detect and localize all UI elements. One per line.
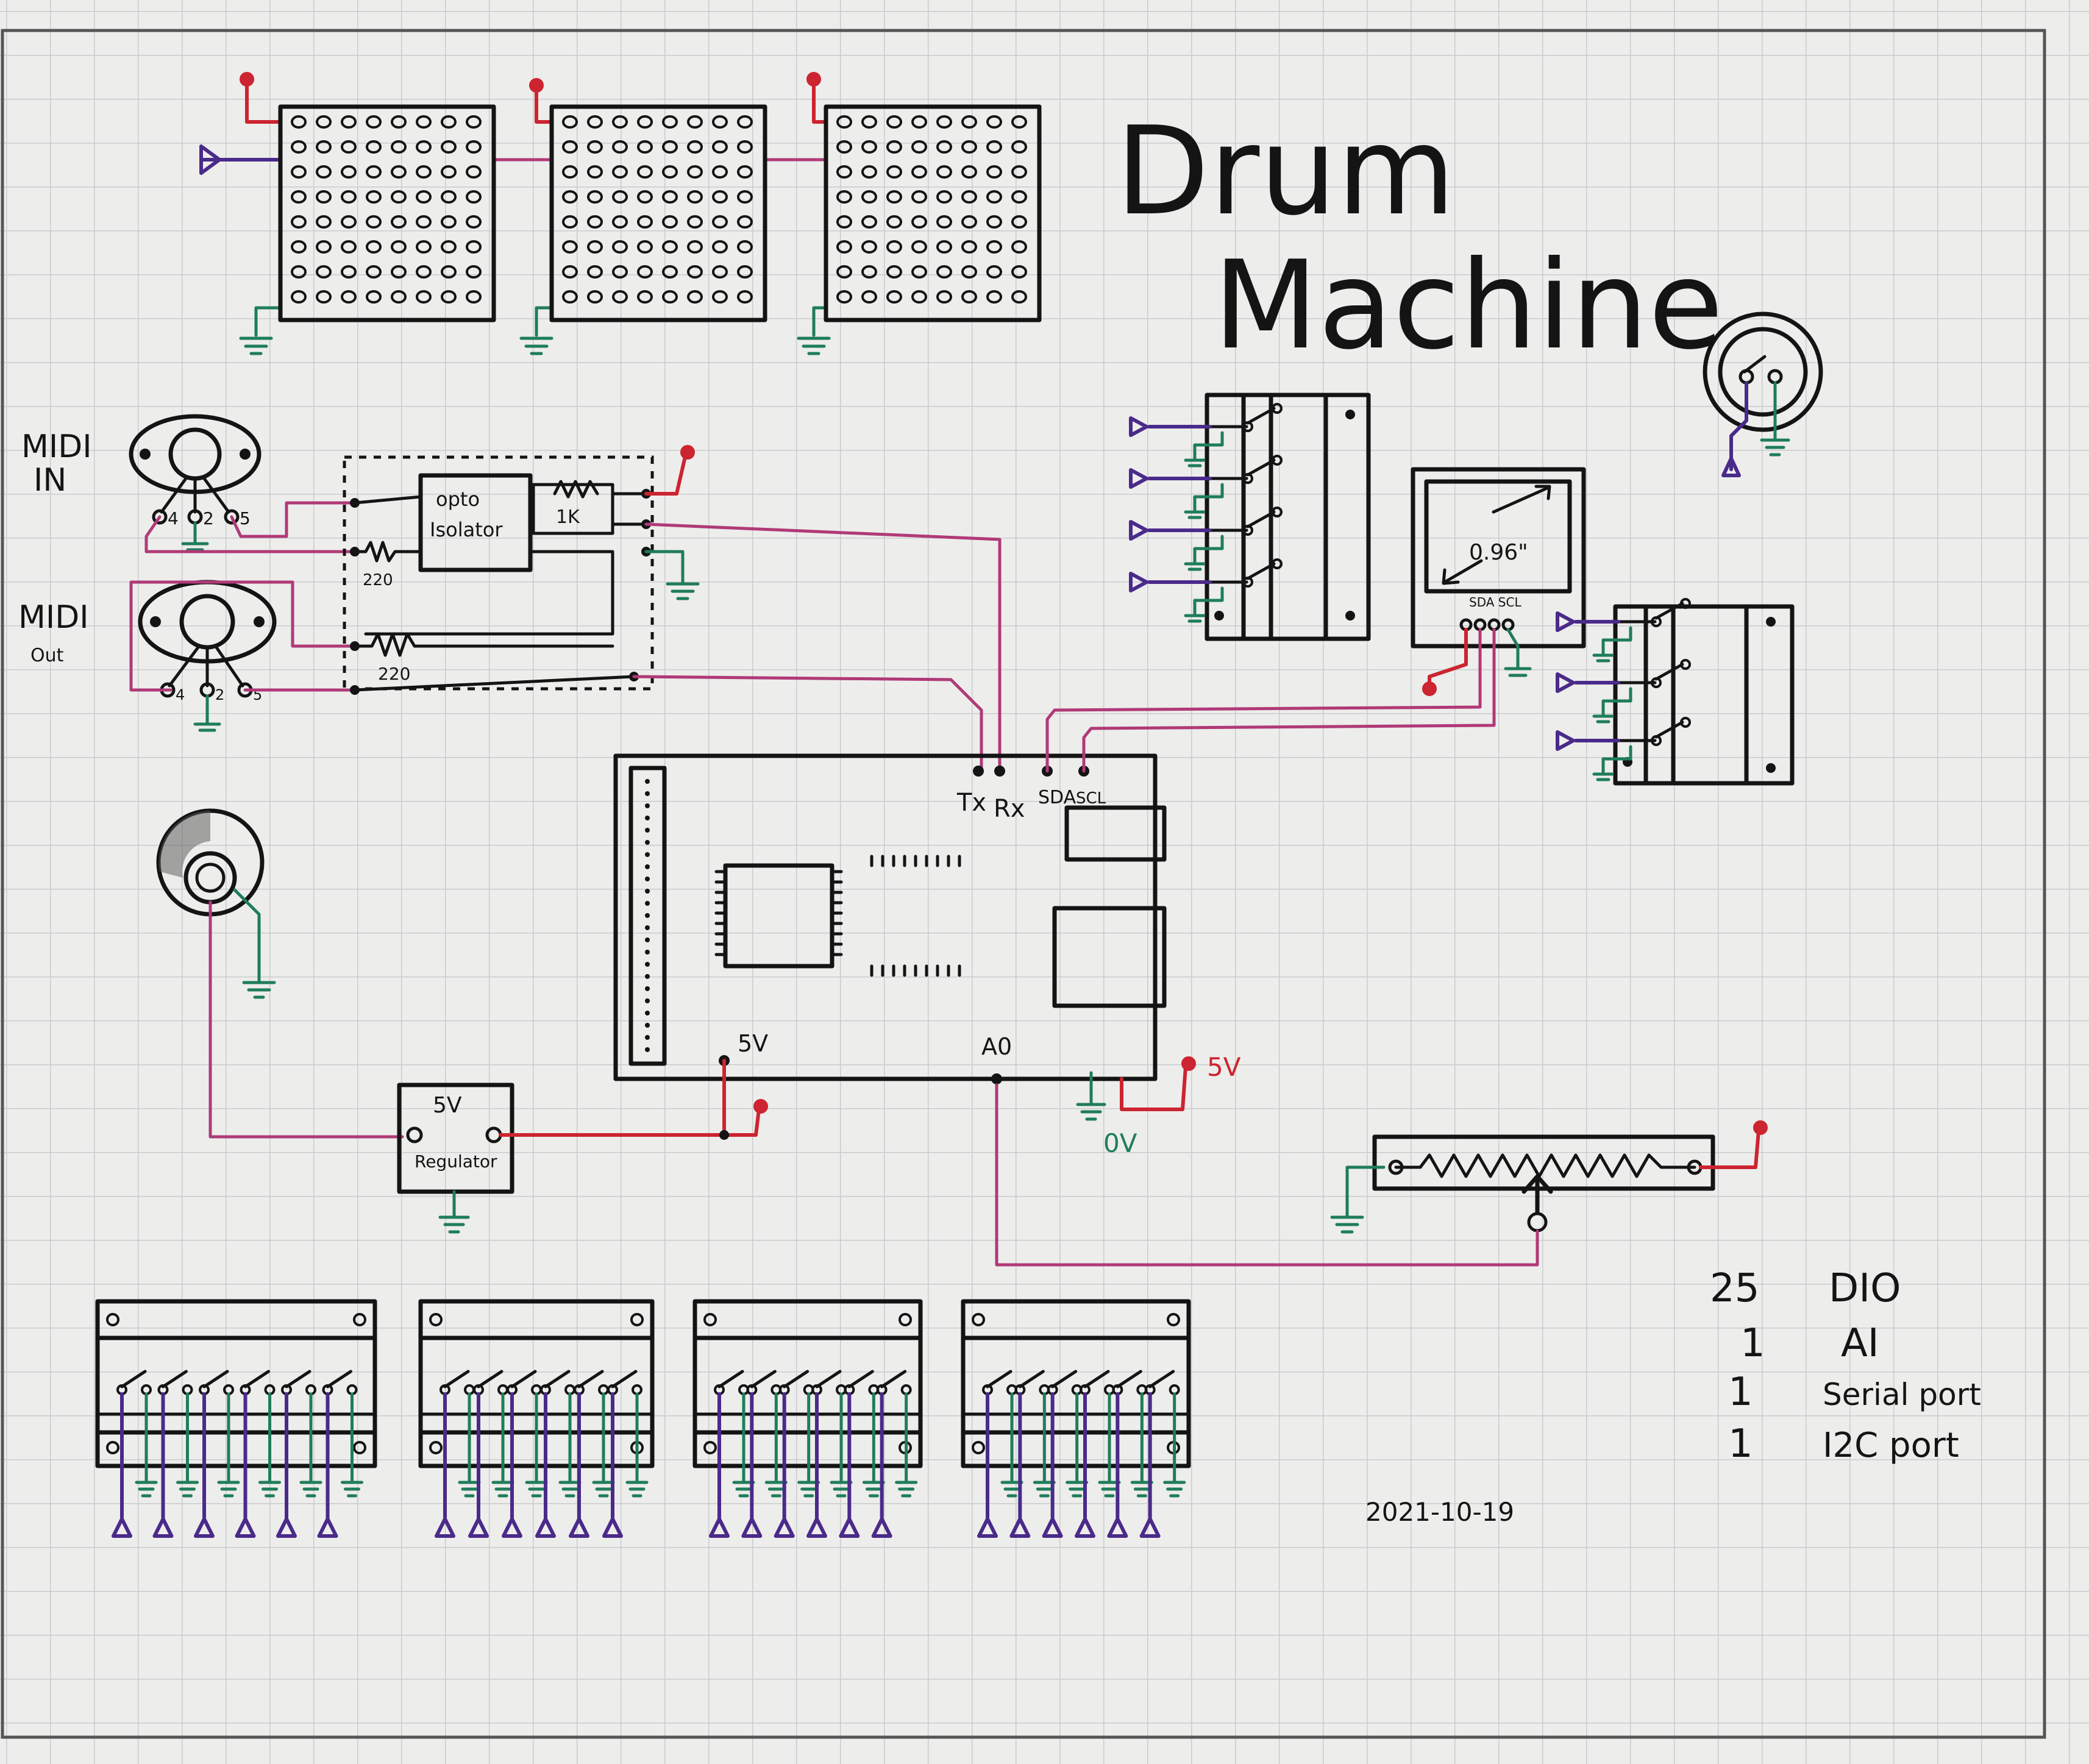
sheet-border [1, 29, 2046, 1739]
midi-out-pin-4: 4 [176, 686, 185, 703]
step-button-switch [871, 1370, 918, 1538]
led-matrix-1 [278, 104, 496, 322]
led-matrix-3 [824, 104, 1042, 322]
pin-rx: Rx [994, 795, 1025, 823]
step-button-panel-1 [95, 1299, 377, 1538]
step-button-switch [1075, 1370, 1121, 1538]
step-button-switch [235, 1370, 281, 1538]
opto-isolator-circuit: opto Isolator 220 1K 220 [343, 445, 1002, 773]
io-label-i2c: I2C port [1823, 1426, 1959, 1465]
io-count-ai: 1 [1740, 1321, 1765, 1366]
function-button-panel [1129, 393, 1371, 641]
step-button-switch [152, 1370, 199, 1538]
midi-in-pin-4: 4 [168, 508, 179, 528]
panel-button-switch [1129, 507, 1283, 571]
panel-button-switch [1129, 403, 1283, 468]
step-button-switch [806, 1370, 853, 1538]
opto-input-resistor: 220 [363, 571, 393, 589]
step-button-switch [569, 1370, 615, 1538]
regulator-label-1: 5V [433, 1093, 462, 1118]
step-button-switch [602, 1370, 649, 1538]
midi-in-pin-5: 5 [240, 508, 251, 528]
step-button-switch [317, 1370, 363, 1538]
step-button-panel-4 [961, 1299, 1191, 1538]
pin-sda: SDA [1038, 787, 1077, 808]
panel-button-switch [1556, 717, 1691, 781]
sheet-date: 2021-10-19 [1365, 1497, 1514, 1527]
step-button-switch [535, 1370, 582, 1538]
supply-5v-label: 5V [1207, 1052, 1241, 1082]
midi-in-label-2: IN [34, 462, 66, 499]
oled-pin-labels: SDA SCL [1469, 595, 1521, 610]
step-button-switch [435, 1370, 481, 1538]
oled-display: 0.96" SDA SCL [1045, 467, 1586, 773]
midi-out-label-2: Out [30, 645, 64, 666]
io-count-i2c: 1 [1728, 1421, 1753, 1467]
io-summary: 25 DIO 1 AI 1 Serial port 1 I2C port [1710, 1266, 1981, 1467]
panel-button-switch [1556, 659, 1691, 724]
io-label-ai: AI [1841, 1321, 1879, 1366]
step-button-switch [468, 1370, 514, 1538]
title-drum: Drum [1116, 101, 1456, 243]
panel-button-switch [1129, 558, 1283, 623]
step-button-panels [95, 1299, 1191, 1538]
led-matrix-2 [549, 104, 767, 322]
io-label-serial: Serial port [1823, 1377, 1981, 1412]
transport-button-panel [1556, 598, 1795, 786]
panel-button-switch [1129, 455, 1283, 519]
step-button-panel-2 [418, 1299, 655, 1538]
step-button-switch [1139, 1370, 1186, 1538]
pin-tx: Tx [956, 789, 986, 817]
opto-label-1: opto [436, 488, 480, 511]
io-count-serial: 1 [1728, 1370, 1753, 1415]
midi-in-label-1: MIDI [21, 429, 92, 465]
pin-scl: SCL [1076, 789, 1106, 808]
opto-pullup-resistor: 1K [556, 507, 580, 528]
step-button-switch [276, 1370, 322, 1538]
oled-size-label: 0.96" [1469, 540, 1528, 565]
step-button-switch [1107, 1370, 1153, 1538]
opto-output-resistor: 220 [378, 664, 410, 684]
step-button-switch [839, 1370, 885, 1538]
pin-a0: A0 [981, 1033, 1012, 1060]
power-switch [1703, 311, 1823, 477]
io-count-dio: 25 [1710, 1266, 1759, 1311]
regulator-label-2: Regulator [415, 1151, 497, 1172]
step-button-switch [502, 1370, 548, 1538]
led-matrix-chain [199, 72, 831, 355]
io-label-dio: DIO [1829, 1266, 1901, 1311]
step-button-switch [1042, 1370, 1089, 1538]
midi-out-label-1: MIDI [18, 599, 89, 636]
step-button-switch [1009, 1370, 1056, 1538]
dc-power-jack [156, 808, 404, 1139]
ground-0v-label: 0V [1103, 1128, 1137, 1158]
midi-in-pin-2: 2 [203, 508, 214, 528]
step-button-switch [741, 1370, 788, 1538]
title-machine: Machine [1213, 235, 1723, 377]
panel-button-switch [1556, 598, 1691, 663]
pin-5v: 5V [738, 1030, 768, 1057]
opto-label-2: Isolator [430, 518, 503, 541]
voltage-regulator: 5V Regulator [397, 1059, 768, 1234]
step-button-panel-3 [692, 1299, 923, 1538]
potentiometer [995, 1083, 1768, 1267]
midi-in-connector: 4 2 5 [129, 414, 262, 552]
midi-out-pin-2: 2 [215, 686, 224, 703]
step-button-switch [194, 1370, 240, 1538]
microcontroller-board: Tx Rx SDA SCL 5V A0 5V 0V [613, 753, 1241, 1158]
midi-section: MIDI IN MIDI Out 4 2 5 [18, 414, 355, 732]
step-button-switch [112, 1370, 158, 1538]
